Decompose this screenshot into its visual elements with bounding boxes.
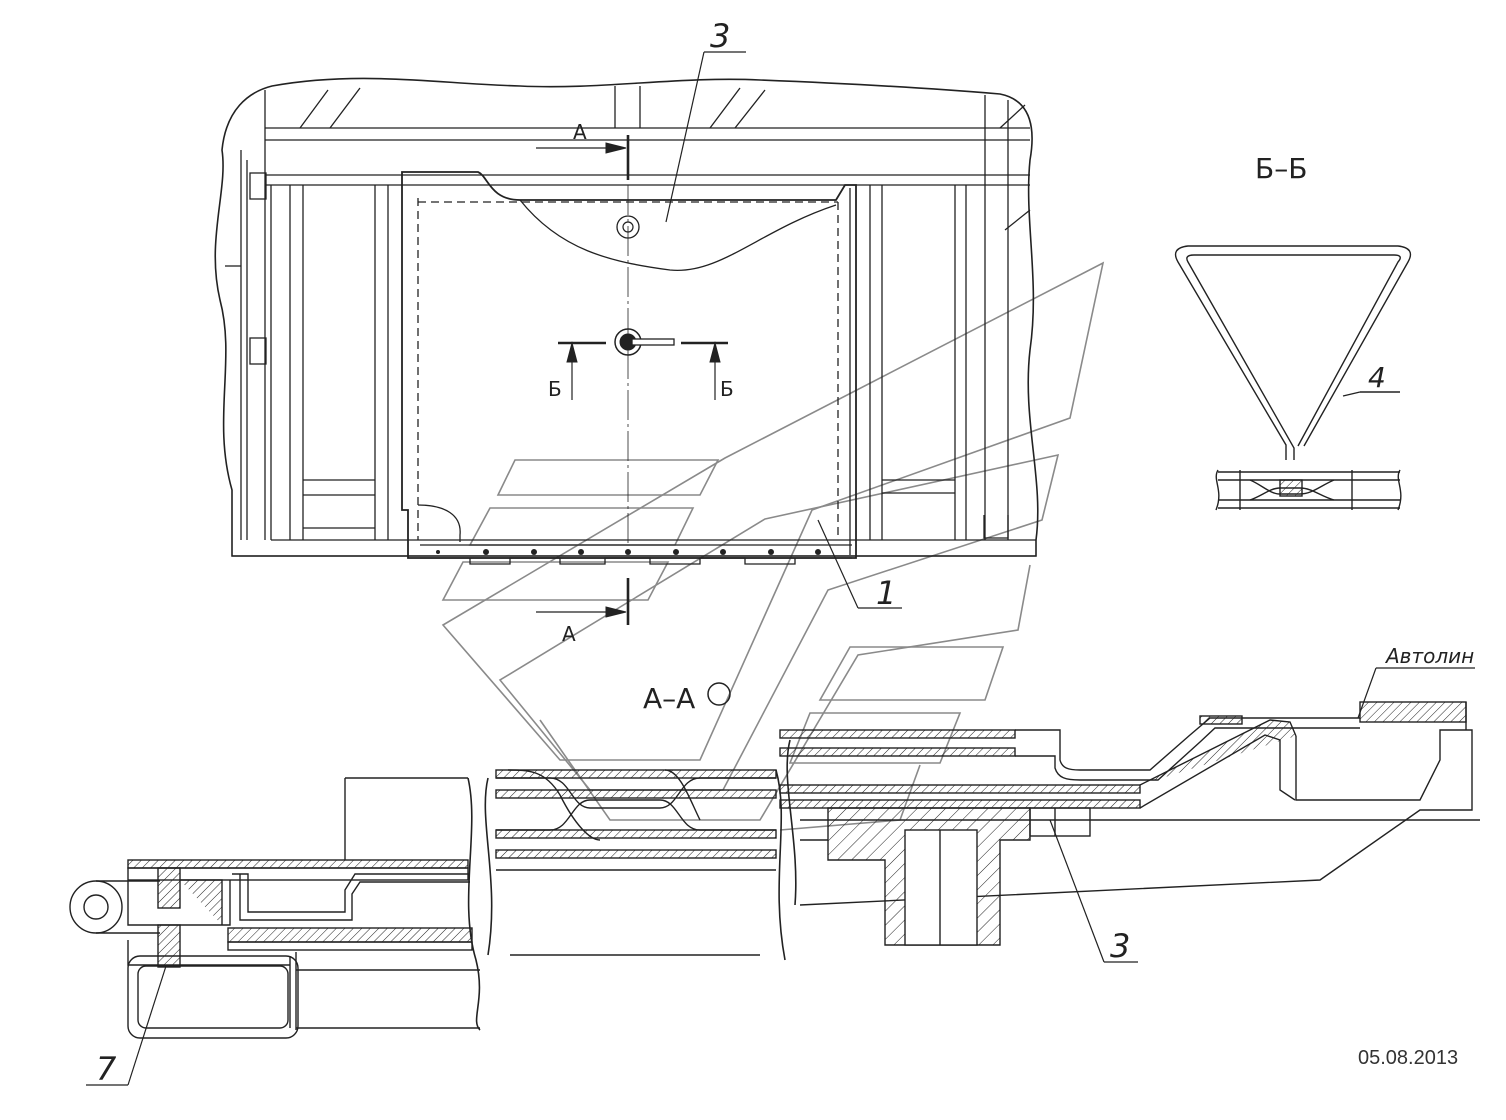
hinge-rivets bbox=[436, 549, 821, 555]
callout-leader-3-bottom bbox=[1049, 819, 1138, 963]
callout-7: 7 bbox=[96, 1050, 117, 1088]
section-bb-title: Б–Б bbox=[1255, 152, 1307, 185]
plan-view bbox=[214, 77, 1039, 565]
section-a-label-top: А bbox=[573, 120, 587, 144]
callout-leader-3-top bbox=[665, 51, 746, 223]
section-a-markers bbox=[536, 142, 627, 618]
section-b-markers bbox=[558, 341, 728, 400]
callout-leader-7 bbox=[86, 965, 167, 1086]
material-note-leader bbox=[1357, 667, 1475, 719]
callout-3-top: 3 bbox=[710, 17, 730, 55]
section-aa-view bbox=[69, 701, 1480, 1039]
callout-1: 1 bbox=[876, 574, 896, 612]
section-a-label-bottom: А bbox=[562, 622, 576, 646]
callout-4: 4 bbox=[1368, 361, 1386, 394]
section-aa-title: А–А bbox=[643, 682, 695, 715]
watermark-logo bbox=[441, 261, 1105, 831]
centerline bbox=[614, 135, 675, 625]
section-bb-view bbox=[1174, 245, 1412, 511]
section-aa-scale-circle bbox=[707, 682, 731, 706]
callout-leader-1 bbox=[817, 519, 902, 609]
callout-3-bottom: 3 bbox=[1110, 927, 1130, 965]
material-note: Автолин bbox=[1384, 644, 1474, 668]
section-b-label-left: Б bbox=[548, 377, 562, 401]
drawing-date: 05.08.2013 bbox=[1358, 1047, 1458, 1069]
section-b-label-right: Б bbox=[720, 377, 734, 401]
